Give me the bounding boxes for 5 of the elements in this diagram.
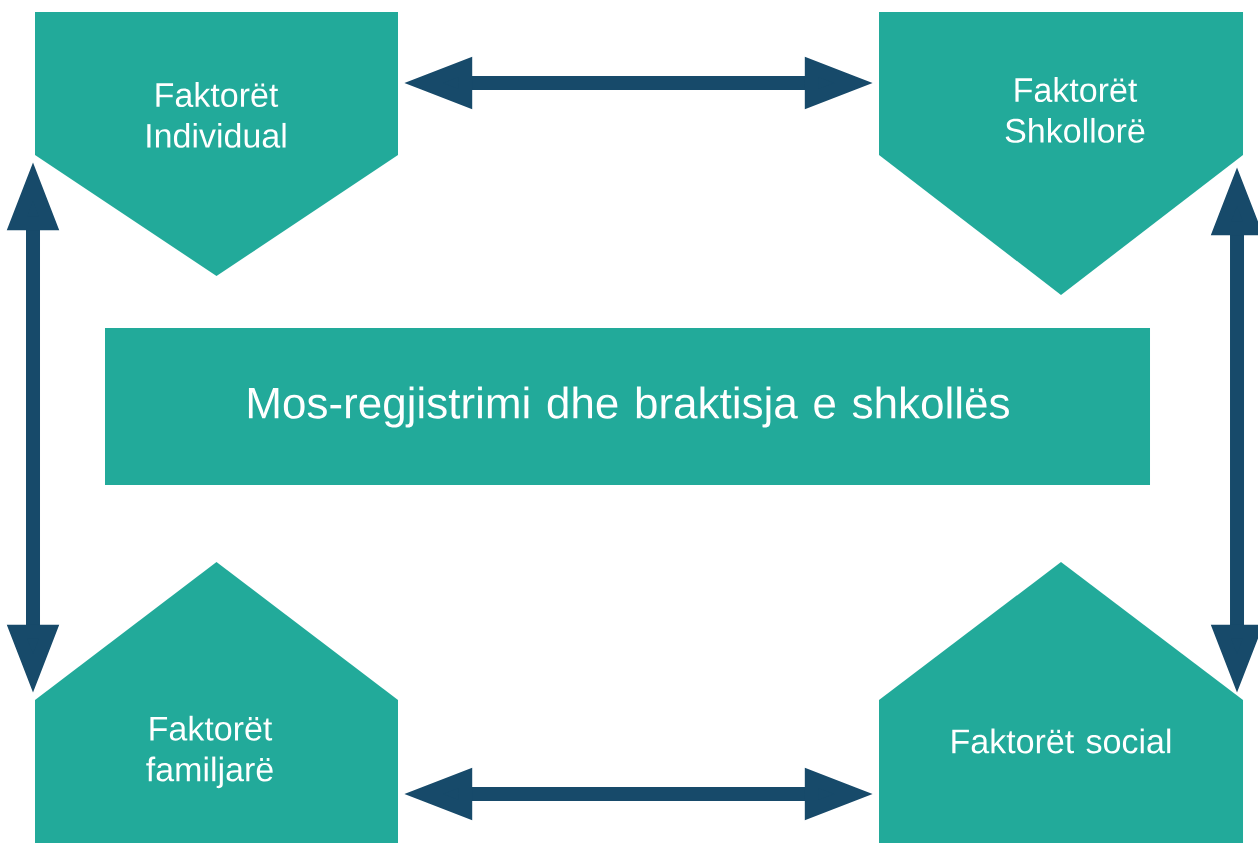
title-box: Mos-regjistrimi dhe braktisja e shkollës [105, 328, 1150, 485]
pentagon-box: Faktorët Shkollorë [879, 12, 1243, 295]
pentagon-box: Faktorët familjarë [35, 562, 398, 843]
pentagon-box: Faktorët Individual [35, 12, 398, 276]
pentagon-box: Faktorët social [879, 562, 1243, 843]
